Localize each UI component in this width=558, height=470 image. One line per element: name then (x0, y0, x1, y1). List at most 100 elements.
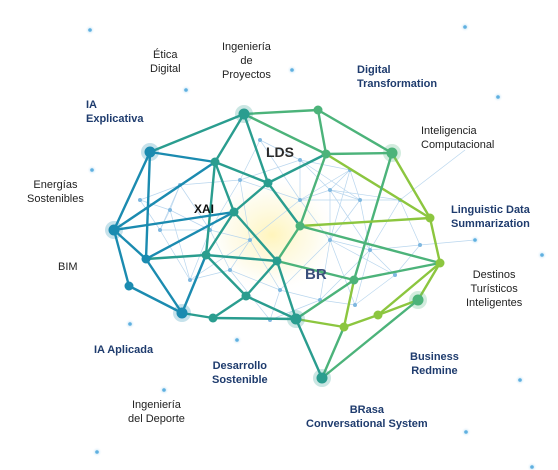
node-y (316, 372, 328, 384)
mesh-line (359, 199, 371, 251)
mesh-line (169, 209, 211, 231)
mesh-line (259, 139, 301, 201)
label-ia-explicativa: IA Explicativa (86, 99, 144, 125)
mesh-node (228, 268, 232, 272)
mesh-line (229, 239, 251, 271)
mesh-line (354, 274, 396, 306)
floating-node (90, 168, 94, 172)
floating-node (88, 28, 92, 32)
label-desarrollo-sostenible: Desarrollo Sostenible (212, 360, 268, 386)
mesh-line (369, 244, 421, 251)
edge-a-b (242, 108, 320, 116)
node-s (349, 275, 359, 285)
mesh-line (239, 179, 301, 201)
edge-m-n (204, 253, 279, 263)
edge-b-e (316, 108, 328, 156)
mesh-line (179, 184, 211, 231)
edge-x-y (320, 298, 420, 380)
floating-node (540, 253, 544, 257)
mesh-line (159, 229, 191, 281)
edge-n-s (275, 259, 356, 282)
mesh-line (139, 184, 181, 201)
label-etica-digital: Ética Digital (150, 49, 181, 75)
node-l (141, 254, 151, 264)
mesh-line (249, 199, 301, 241)
node-h (108, 224, 120, 236)
mesh-line (419, 239, 476, 246)
label-brasa-conversational-system: BRasa Conversational System (306, 404, 428, 430)
floating-node (162, 388, 166, 392)
node-p (124, 281, 134, 291)
label-digital-transformation: Digital Transformation (357, 64, 438, 90)
label-ia-aplicada: IA Aplicada (94, 344, 154, 356)
node-e (321, 149, 331, 159)
edge-f-k (390, 151, 432, 220)
mesh-line (349, 169, 361, 201)
mesh-line (329, 199, 361, 241)
edge-j-k (298, 216, 432, 228)
mesh-node (258, 138, 262, 142)
label-linguistic-data-summarization: Linguistic Data Summarization (451, 204, 530, 230)
node-t (208, 313, 218, 323)
mesh-node (298, 198, 302, 202)
mesh-line (139, 199, 161, 231)
mesh-line (399, 199, 421, 246)
edge-e-f (324, 151, 394, 156)
hub-label-xai: XAI (194, 202, 215, 216)
edge-c-l (144, 150, 152, 261)
network-nodes (105, 105, 445, 387)
node-r (241, 291, 251, 301)
mesh-line (169, 184, 181, 211)
edge-h-p (112, 228, 131, 288)
edge-i-m (204, 210, 236, 257)
edge-a-d (213, 112, 246, 164)
edge-s-u (294, 278, 356, 321)
node-x (412, 294, 424, 306)
edge-o-w (376, 261, 442, 317)
edge-r-t (211, 294, 248, 320)
mesh-node (418, 243, 422, 247)
edge-v-y (320, 325, 346, 380)
mesh-node (328, 238, 332, 242)
mesh-line (189, 239, 251, 281)
edge-d-i (213, 160, 236, 214)
edge-i-n (232, 210, 279, 263)
mesh-node (358, 198, 362, 202)
label-energias-sostenibles: Energías Sostenibles (27, 179, 84, 205)
node-g (263, 178, 273, 188)
edge-h-i (112, 210, 236, 232)
mesh-node (353, 303, 357, 307)
mesh-node (168, 208, 172, 212)
edge-m-q (180, 253, 208, 315)
node-j (295, 221, 305, 231)
node-k (425, 213, 435, 223)
edge-g-j (266, 181, 302, 228)
mesh-node (158, 228, 162, 232)
node-f (386, 147, 398, 159)
edge-c-h (112, 150, 152, 232)
label-bim: BIM (58, 261, 78, 273)
node-b (313, 105, 323, 115)
label-ingenieria-deporte: Ingeniería del Deporte (128, 399, 185, 425)
edge-l-m (144, 253, 208, 261)
label-destinos-turisticos: Destinos Turísticos Inteligentes (466, 269, 523, 309)
edge-j-o (298, 224, 442, 265)
edge-i-l (144, 210, 236, 261)
edge-l-q (144, 257, 184, 315)
node-m (201, 250, 211, 260)
node-u (290, 313, 302, 325)
mesh-line (159, 209, 171, 231)
node-v (339, 322, 349, 332)
edge-o-s (352, 261, 442, 282)
edge-t-u (211, 316, 298, 321)
floating-node (235, 338, 239, 342)
mesh-node (188, 278, 192, 282)
edge-w-x (376, 298, 420, 317)
edge-c-d (148, 150, 217, 164)
mesh-node (368, 248, 372, 252)
edge-a-c (148, 112, 246, 154)
edge-u-v (294, 317, 346, 329)
edge-r-u (244, 294, 298, 321)
mesh-line (229, 269, 281, 291)
